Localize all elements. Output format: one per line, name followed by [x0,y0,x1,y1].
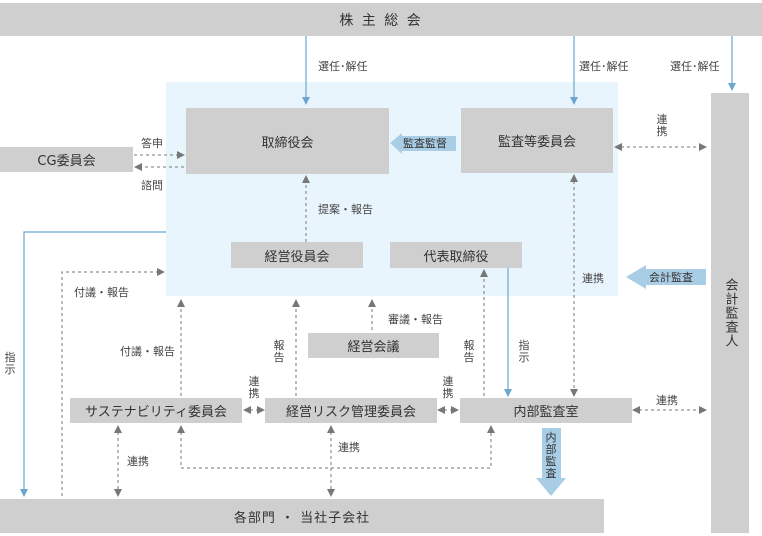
instruct-label-left: 指示 [4,351,16,376]
internal-audit-office: 内部監査室 [460,398,632,423]
agenda-report-label-left: 付議・報告 [74,286,129,299]
management-meeting: 経営会議 [308,333,439,358]
report-label-1: 報告 [273,339,285,364]
agenda-report-label-mid: 付議・報告 [120,345,175,358]
appoint-label-audit: 選任･解任 [579,60,629,73]
appoint-label-auditor: 選任･解任 [670,60,720,73]
board-of-directors: 取締役会 [186,108,389,174]
internal-audit-flow-label: 内部監査 [545,431,557,480]
audit-supervision-arrow [390,133,456,154]
accounting-audit-label: 会計監査 [649,271,693,284]
representative-director: 代表取締役 [390,242,522,268]
appoint-label-board: 選任･解任 [318,60,368,73]
proposal-report-label: 提案・報告 [318,203,373,216]
coordination-label-b: 連携 [442,375,454,400]
coordination-label-internal: 連携 [656,394,678,407]
accounting-auditor: 会計監査人 [711,93,749,533]
coordination-label-dept2: 連携 [338,441,360,454]
sustainability-committee: サステナビリティ委員会 [70,398,242,423]
cg-committee: CG委員会 [0,147,133,172]
risk-management-committee: 経営リスク管理委員会 [265,398,437,423]
toushin-label: 答申 [141,137,163,150]
shareholders-meeting: 株 主 総 会 [0,3,762,36]
dept-to-board-arrow [61,268,165,496]
audit-supervision-label: 監査監督 [403,137,447,150]
coordination-label-top: 連携 [656,113,668,138]
coordination-label-dept1: 連携 [127,455,149,468]
accounting-auditor-label: 会計監査人 [722,278,738,348]
executive-officers-meeting: 経営役員会 [231,242,363,268]
shimon-label: 諮問 [141,179,163,192]
report-label-2: 報告 [463,339,475,364]
instruct-label-right: 指示 [518,339,530,364]
audit-committee: 監査等委員会 [461,108,613,173]
sustain-internal-loop [177,425,495,469]
instruct-dept-arrow [20,231,166,497]
departments-subsidiaries: 各部門 ・ 当社子会社 [0,499,604,533]
coordination-label-a: 連携 [248,375,260,400]
deliberation-report-label: 審議・報告 [388,313,443,326]
coordination-label-mid: 連携 [582,272,604,285]
accounting-audit-arrow [626,265,706,289]
internal-audit-flow-arrow [536,428,566,496]
